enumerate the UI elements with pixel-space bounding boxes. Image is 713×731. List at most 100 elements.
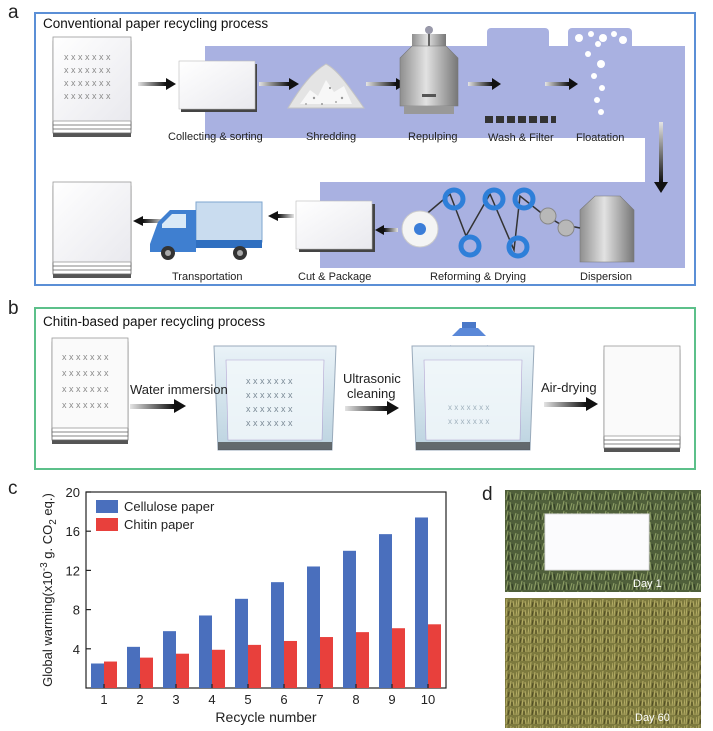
bar-chitin (428, 624, 441, 688)
svg-text:x x x x x x x: x x x x x x x (62, 352, 109, 362)
sheet-icon (179, 61, 257, 112)
bar-cellulose (199, 615, 212, 688)
svg-text:x x x x x x x: x x x x x x x (246, 404, 293, 414)
x-tick-label: 7 (316, 692, 323, 707)
step-label-water-immersion: Water immersion (130, 382, 228, 397)
paper-on-grass (545, 514, 649, 570)
svg-text:x x x x x x x: x x x x x x x (62, 384, 109, 394)
legend-swatch (96, 500, 118, 513)
svg-text:x x x x x x x: x x x x x x x (64, 78, 111, 88)
bar-chitin (356, 632, 369, 688)
svg-text:x x x x x x x: x x x x x x x (62, 368, 109, 378)
step-label-cleaning: cleaning (347, 386, 395, 401)
svg-text:x x x x x x x: x x x x x x x (246, 418, 293, 428)
x-tick-label: 3 (172, 692, 179, 707)
y-tick-label: 8 (73, 603, 80, 618)
svg-text:x x x x x x x: x x x x x x x (448, 403, 489, 412)
bar-chitin (212, 650, 225, 688)
step-label-dispersion: Dispersion (580, 271, 632, 283)
arrow-head-icon (174, 399, 186, 413)
arrow-head-icon (387, 401, 399, 415)
bar-chitin (284, 641, 297, 688)
legend-label: Cellulose paper (124, 499, 215, 514)
bar-cellulose (379, 534, 392, 688)
bar-cellulose (91, 664, 104, 689)
bar-cellulose (235, 599, 248, 688)
arrow-head-icon (166, 78, 176, 90)
svg-text:x x x x x x x: x x x x x x x (64, 65, 111, 75)
svg-text:x x x x x x x: x x x x x x x (64, 91, 111, 101)
y-axis-label: Global warming(x10-3 g. CO2 eq.) (39, 493, 59, 687)
arrow-right-icon (468, 82, 492, 86)
bar-chitin (104, 662, 117, 688)
water-tray-icon (412, 346, 534, 450)
bar-cellulose (307, 566, 320, 688)
arrow-head-icon (268, 211, 278, 221)
bar-cellulose (343, 551, 356, 688)
arrow-down-icon (659, 122, 663, 182)
x-tick-label: 2 (136, 692, 143, 707)
arrow-left-icon (384, 228, 398, 232)
x-tick-label: 1 (100, 692, 107, 707)
panel-a-diagram: x x x x x x x x x x x x x x x x x x x x … (0, 0, 713, 300)
arrow-right-icon (130, 404, 174, 409)
step-label-floatation: Floatation (576, 132, 624, 144)
arrow-right-icon (366, 82, 396, 86)
arrow-left-icon (278, 214, 294, 218)
bar-cellulose (271, 582, 284, 688)
arrow-right-icon (259, 82, 289, 86)
svg-text:x x x x x x x: x x x x x x x (448, 417, 489, 426)
dispersion-tank-icon (580, 196, 634, 262)
sheet-icon (296, 201, 375, 252)
y-tick-label: 12 (66, 563, 80, 578)
step-label-ultrasonic: Ultrasonic (343, 371, 401, 386)
grass-photo-day60 (505, 598, 701, 728)
x-tick-label: 5 (244, 692, 251, 707)
photo-label-day1: Day 1 (633, 578, 662, 590)
x-tick-label: 6 (280, 692, 287, 707)
panel-d-letter: d (482, 484, 493, 506)
step-label-transportation: Transportation (172, 271, 243, 283)
arrow-right-icon (345, 406, 387, 411)
bar-cellulose (127, 647, 140, 688)
legend-label: Chitin paper (124, 517, 195, 532)
step-label-cut-package: Cut & Package (298, 271, 371, 283)
bar-cellulose (415, 517, 428, 688)
x-tick-label: 8 (352, 692, 359, 707)
bar-chitin (248, 645, 261, 688)
panel-d-photos: Day 1 Day 60 (505, 490, 701, 728)
y-tick-label: 16 (66, 524, 80, 539)
arrow-right-icon (545, 82, 569, 86)
paper-stack-icon (604, 346, 680, 452)
arrow-right-icon (138, 82, 166, 86)
svg-text:x x x x x x x: x x x x x x x (246, 376, 293, 386)
svg-text:x x x x x x x: x x x x x x x (64, 52, 111, 62)
x-tick-label: 10 (421, 692, 435, 707)
paper-stack-icon (53, 182, 131, 278)
step-label-reforming-drying: Reforming & Drying (430, 271, 526, 283)
svg-text:x x x x x x x: x x x x x x x (62, 400, 109, 410)
step-label-collecting: Collecting & sorting (168, 131, 263, 143)
x-axis-label: Recycle number (215, 709, 316, 725)
y-tick-label: 4 (73, 642, 80, 657)
x-tick-label: 9 (388, 692, 395, 707)
photo-label-day60: Day 60 (635, 712, 670, 724)
step-label-repulping: Repulping (408, 131, 458, 143)
bar-chitin (392, 628, 405, 688)
y-tick-label: 20 (66, 485, 80, 500)
arrow-head-icon (133, 216, 143, 226)
legend-swatch (96, 518, 118, 531)
step-label-shredding: Shredding (306, 131, 356, 143)
bar-chitin (176, 654, 189, 688)
step-label-air-drying: Air-drying (541, 380, 597, 395)
step-label-wash-filter: Wash & Filter (488, 132, 554, 144)
truck-icon (150, 202, 262, 260)
repulping-tank-icon (400, 26, 458, 114)
bar-chitin (320, 637, 333, 688)
arrow-head-icon (586, 397, 598, 411)
bar-cellulose (163, 631, 176, 688)
svg-text:x x x x x x x: x x x x x x x (246, 390, 293, 400)
bar-chitin (140, 658, 153, 688)
arrow-right-icon (544, 402, 586, 407)
x-tick-label: 4 (208, 692, 215, 707)
